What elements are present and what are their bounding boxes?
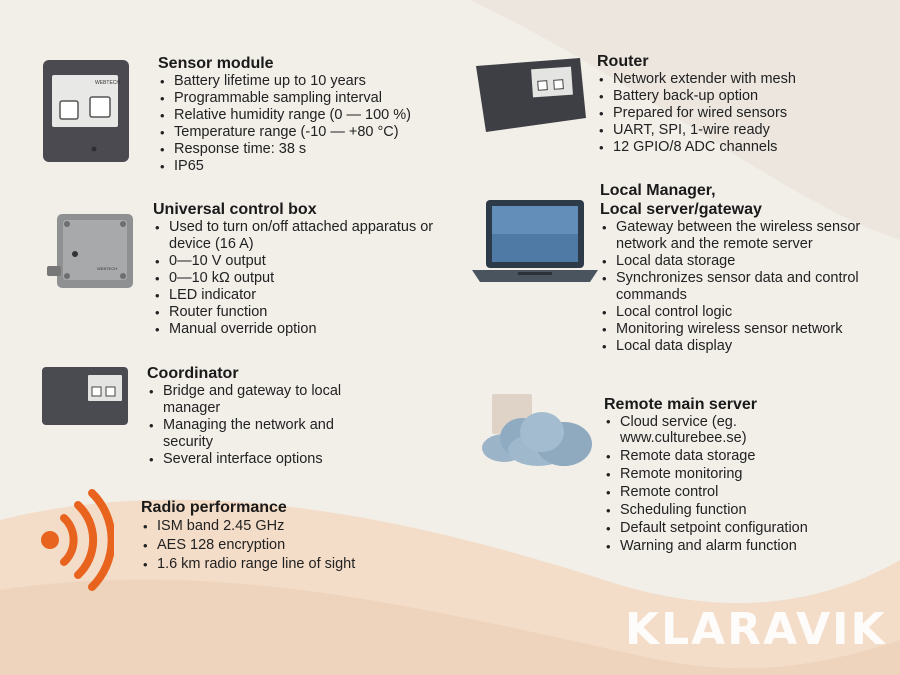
coordinator-title: Coordinator [147,365,239,382]
list-item: 12 GPIO/8 ADC channels [597,139,796,156]
list-item: Scheduling function [604,502,884,519]
remote-server-title: Remote main server [604,396,757,413]
control-box-image: WEBTECH [47,214,133,288]
list-item: Warning and alarm function [604,538,884,555]
list-item: 0—10 kΩ output [153,270,463,287]
list-item: UART, SPI, 1-wire ready [597,122,796,139]
sensor-module-title: Sensor module [158,55,274,72]
laptop-image [472,200,598,282]
list-item: Relative humidity range (0 — 100 %) [158,107,411,124]
list-item: Several interface options [147,451,387,468]
list-item: Monitoring wireless sensor network [600,321,890,338]
brand-logo: WEBTECH [95,80,120,86]
list-item: Gateway between the wireless sensor netw… [600,219,866,253]
list-item: Default setpoint configuration [604,520,884,537]
list-item: Cloud service (eg. www.culturebee.se) [604,414,820,446]
remote-server-section: Remote main server Cloud service (eg. ww… [604,395,884,555]
list-item: Battery lifetime up to 10 years [158,73,411,90]
list-item: Remote control [604,484,884,501]
router-title: Router [597,53,649,70]
router-section: Router Network extender with mesh Batter… [597,52,796,156]
list-item: Network extender with mesh [597,71,796,88]
list-item: Temperature range (-10 — +80 °C) [158,124,411,141]
list-item: Local control logic [600,304,890,321]
svg-text:WEBTECH: WEBTECH [97,266,117,271]
list-item: 1.6 km radio range line of sight [141,556,355,573]
list-item: Local data display [600,338,890,355]
list-item: Managing the network and security [147,417,373,451]
sensor-module-section: Sensor module Battery lifetime up to 10 … [158,54,411,175]
router-image [476,58,586,132]
list-item: 0—10 V output [153,253,463,270]
local-manager-subtitle: Local server/gateway [600,201,762,218]
list-item: ISM band 2.45 GHz [141,518,355,535]
list-item: Response time: 38 s [158,141,411,158]
list-item: Router function [153,304,463,321]
control-box-section: Universal control box Used to turn on/of… [153,200,463,338]
list-item: Prepared for wired sensors [597,105,796,122]
cloud-icon [482,394,592,466]
list-item: Bridge and gateway to local manager [147,383,353,417]
list-item: LED indicator [153,287,463,304]
list-item: IP65 [158,158,411,175]
sensor-module-image: WEBTECH [43,60,129,162]
klaravik-watermark: KLARAVIK [625,604,887,655]
list-item: Manual override option [153,321,463,338]
list-item: Battery back-up option [597,88,796,105]
list-item: Used to turn on/off attached apparatus o… [153,219,463,253]
radio-title: Radio performance [141,499,287,516]
list-item: Remote monitoring [604,466,884,483]
radio-signal-icon [41,489,114,591]
list-item: Programmable sampling interval [158,90,411,107]
local-manager-section: Local Manager, Local server/gateway Gate… [600,181,890,355]
list-item: Remote data storage [604,448,884,465]
local-manager-title: Local Manager, [600,182,716,199]
coordinator-section: Coordinator Bridge and gateway to local … [147,364,387,468]
list-item: Local data storage [600,253,890,270]
coordinator-image [42,367,128,425]
list-item: Synchronizes sensor data and control com… [600,270,866,304]
radio-section: Radio performance ISM band 2.45 GHz AES … [141,498,355,573]
control-box-title: Universal control box [153,201,317,218]
list-item: AES 128 encryption [141,537,355,554]
